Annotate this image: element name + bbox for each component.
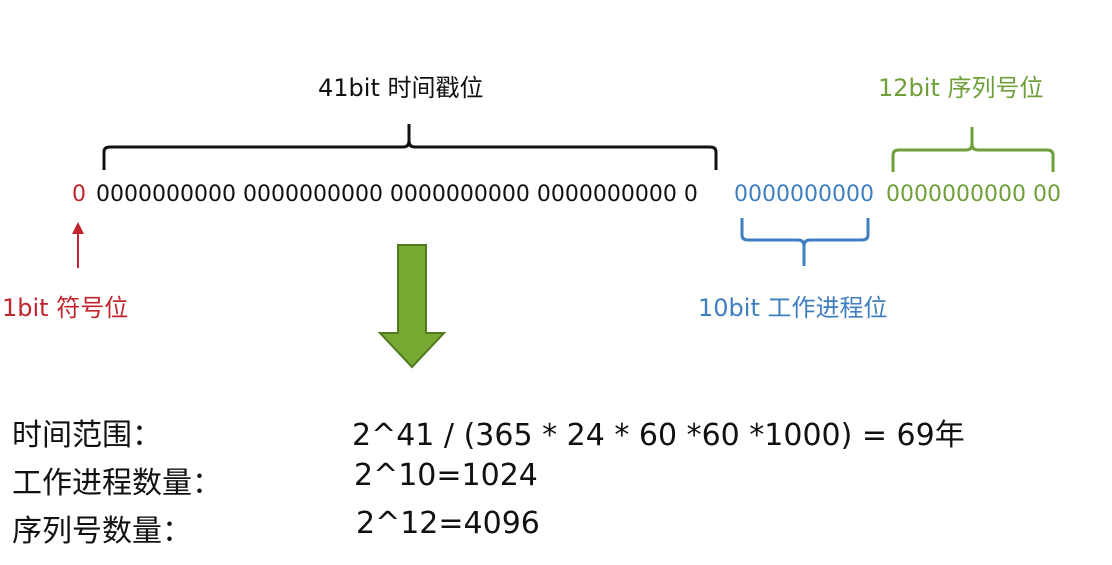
worker-label: 10bit 工作进程位 <box>698 294 888 322</box>
worker-bits: 0000000000 <box>734 182 874 207</box>
formula-sequence-count-value: 2^12=4096 <box>356 506 540 541</box>
formula-time-range-key: 时间范围： <box>12 418 162 453</box>
sequence-brace <box>891 127 1055 172</box>
sign-label: 1bit 符号位 <box>2 294 129 322</box>
small-up-arrow-icon <box>72 222 84 268</box>
formula-worker-count-key: 工作进程数量： <box>12 466 222 501</box>
timestamp-bits: 0000000000 0000000000 0000000000 0000000… <box>96 182 698 207</box>
worker-brace <box>740 218 870 266</box>
sequence-bits: 0000000000 00 <box>886 182 1061 207</box>
sign-bit: 0 <box>72 182 86 207</box>
big-down-arrow-icon <box>377 244 447 369</box>
formula-worker-count-value: 2^10=1024 <box>354 458 538 493</box>
timestamp-brace <box>102 124 718 170</box>
timestamp-label: 41bit 时间戳位 <box>318 74 484 102</box>
formula-sequence-count-key: 序列号数量： <box>12 514 192 549</box>
sequence-label: 12bit 序列号位 <box>878 74 1044 102</box>
formula-time-range-value: 2^41 / (365 * 24 * 60 *60 *1000) = 69年 <box>352 418 965 453</box>
